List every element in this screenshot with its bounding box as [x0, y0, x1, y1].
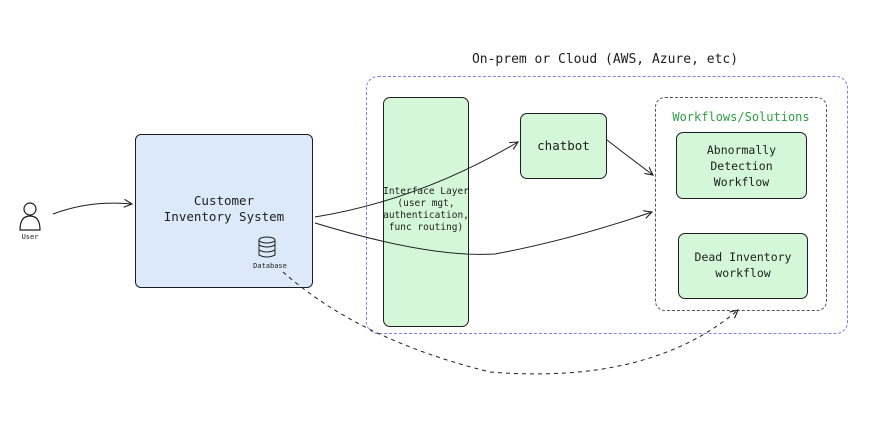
edge-chatbot-to-workflows [606, 139, 653, 175]
edge-system-to-chatbot [314, 142, 518, 218]
customer-inventory-system-node[interactable] [135, 134, 313, 288]
dead-inventory-workflow-label: Dead Inventory workflow [694, 250, 792, 280]
workflows-group-title: Workflows/Solutions [672, 110, 810, 124]
user-icon [19, 202, 41, 231]
dead-inventory-workflow-node[interactable] [678, 233, 808, 299]
cloud-boundary [366, 76, 848, 334]
chatbot-label: chatbot [537, 138, 590, 153]
cloud-boundary-title: On-prem or Cloud (AWS, Azure, etc) [471, 52, 739, 67]
customer-inventory-system-label: Customer Inventory System [163, 193, 285, 224]
anomaly-detection-workflow-label: Abnormally Detection Workflow [706, 143, 777, 189]
chatbot-node[interactable] [520, 113, 607, 179]
user-label: User [21, 233, 39, 241]
edge-user-to-system [52, 203, 132, 215]
database-icon [258, 236, 276, 258]
workflows-group [655, 97, 827, 311]
anomaly-detection-workflow-node[interactable] [676, 132, 807, 199]
database-label: Database [253, 262, 287, 270]
interface-layer-node[interactable] [383, 97, 469, 327]
edge-system-to-workflows [314, 212, 652, 255]
interface-layer-label: Interface Layer (user mgt, authenticatio… [383, 186, 469, 233]
edge-database-to-dead-inventory [282, 271, 738, 375]
